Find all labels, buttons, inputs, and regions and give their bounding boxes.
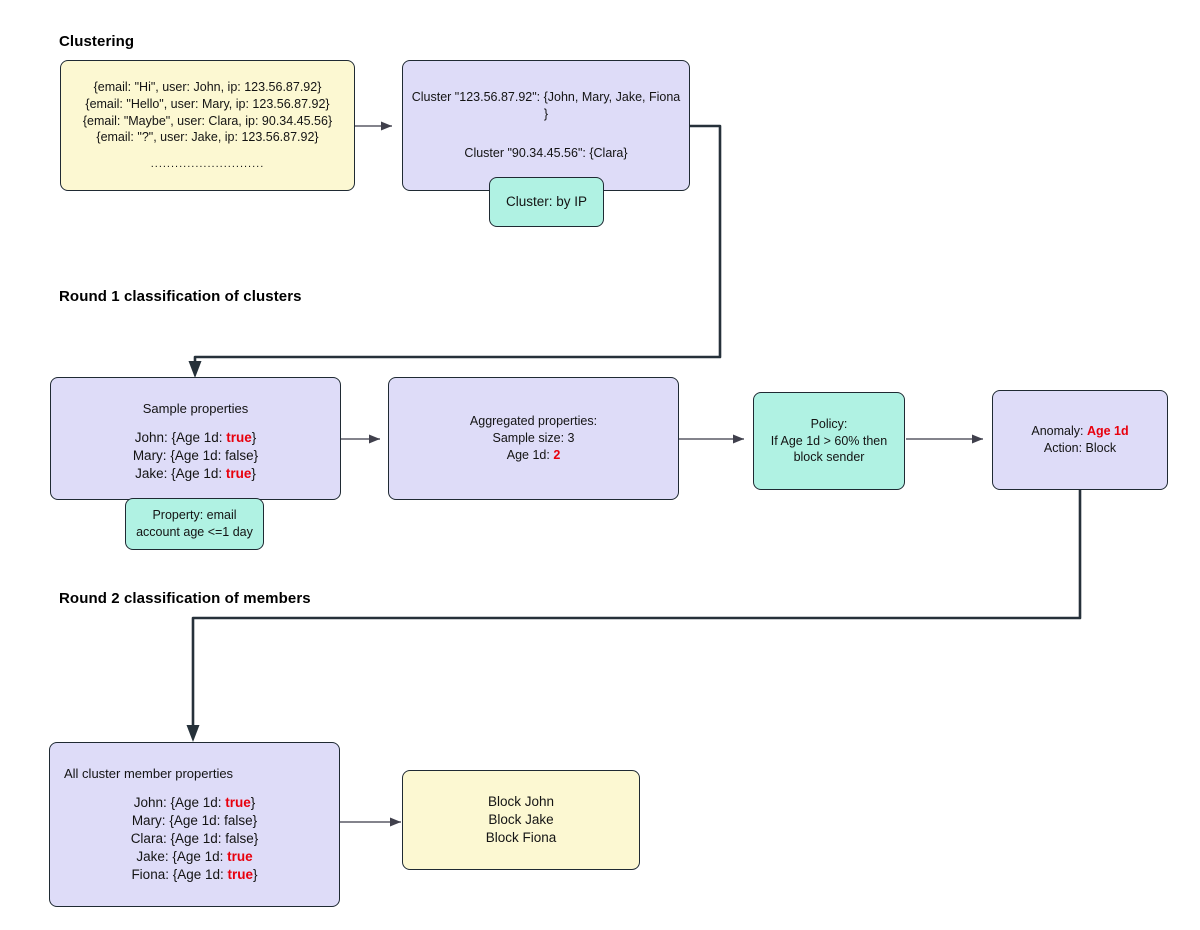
section-title-round2: Round 2 classification of members bbox=[59, 590, 311, 607]
raw-email-line-1: {email: "Hi", user: John, ip: 123.56.87.… bbox=[93, 79, 322, 94]
node-sample-properties[interactable]: Sample properties John: {Age 1d: true} M… bbox=[50, 377, 341, 500]
raw-email-line-3: {email: "Maybe", user: Clara, ip: 90.34.… bbox=[82, 113, 333, 128]
all-members-heading: All cluster member properties bbox=[64, 766, 234, 781]
node-block-actions[interactable]: Block John Block Jake Block Fiona bbox=[402, 770, 640, 870]
spacer bbox=[411, 123, 681, 134]
edge-emails-to-clusters bbox=[354, 121, 392, 131]
cluster-line-1: Cluster "123.56.87.92": {John, Mary, Jak… bbox=[411, 90, 681, 122]
spacer bbox=[411, 134, 681, 145]
block-action-line-2: Block Jake bbox=[488, 811, 554, 827]
edge-anomaly-to-members bbox=[186, 490, 1082, 742]
badge-property-email-age[interactable]: Property: email account age <=1 day bbox=[125, 498, 264, 550]
sample-properties-heading: Sample properties bbox=[142, 401, 249, 416]
node-all-member-properties[interactable]: All cluster member properties John: {Age… bbox=[49, 742, 340, 907]
edge-aggregated-to-policy bbox=[679, 434, 744, 444]
member-row-1: John: {Age 1d: true} bbox=[133, 794, 256, 810]
edge-sample-to-aggregated bbox=[341, 434, 380, 444]
aggregated-sample-size: Sample size: 3 bbox=[492, 431, 575, 446]
raw-email-line-2: {email: "Hello", user: Mary, ip: 123.56.… bbox=[85, 96, 330, 111]
node-policy[interactable]: Policy: If Age 1d > 60% then block sende… bbox=[753, 392, 905, 490]
member-row-2: Mary: {Age 1d: false} bbox=[131, 812, 258, 828]
node-raw-email-stream[interactable]: {email: "Hi", user: John, ip: 123.56.87.… bbox=[60, 60, 355, 191]
block-action-line-3: Block Fiona bbox=[485, 830, 557, 846]
block-action-line-1: Block John bbox=[487, 793, 555, 809]
sample-row-2: Mary: {Age 1d: false} bbox=[132, 447, 259, 463]
badge-cluster-by-ip[interactable]: Cluster: by IP bbox=[489, 177, 604, 227]
raw-email-ellipsis: ............................ bbox=[150, 158, 265, 171]
node-clusters[interactable]: Cluster "123.56.87.92": {John, Mary, Jak… bbox=[402, 60, 690, 191]
policy-rule: If Age 1d > 60% then block sender bbox=[770, 433, 888, 465]
anomaly-row: Anomaly: Age 1d bbox=[1031, 424, 1129, 439]
aggregated-heading: Aggregated properties: bbox=[469, 414, 598, 429]
sample-row-3: Jake: {Age 1d: true} bbox=[135, 465, 256, 481]
raw-email-line-4: {email: "?", user: Jake, ip: 123.56.87.9… bbox=[96, 130, 319, 145]
policy-heading: Policy: bbox=[810, 416, 848, 431]
anomaly-action-row: Action: Block bbox=[1043, 441, 1117, 455]
member-row-4: Jake: {Age 1d: true bbox=[136, 849, 253, 865]
member-row-3: Clara: {Age 1d: false} bbox=[130, 830, 259, 846]
node-aggregated-properties[interactable]: Aggregated properties: Sample size: 3 Ag… bbox=[388, 377, 679, 500]
cluster-line-2: Cluster "90.34.45.56": {Clara} bbox=[464, 145, 628, 160]
edge-policy-to-anomaly bbox=[906, 434, 983, 444]
edge-members-to-block bbox=[340, 817, 401, 827]
aggregated-age-1d: Age 1d: 2 bbox=[506, 447, 561, 462]
member-row-5: Fiona: {Age 1d: true} bbox=[131, 867, 258, 883]
badge-property-label: Property: email account age <=1 day bbox=[136, 508, 253, 539]
node-anomaly-action[interactable]: Anomaly: Age 1d Action: Block bbox=[992, 390, 1168, 490]
sample-row-1: John: {Age 1d: true} bbox=[134, 429, 257, 445]
section-title-round1: Round 1 classification of clusters bbox=[59, 288, 302, 305]
edge-clusters-to-sample bbox=[188, 124, 722, 378]
badge-cluster-by-ip-label: Cluster: by IP bbox=[505, 193, 588, 209]
spacer bbox=[69, 146, 346, 157]
section-title-clustering: Clustering bbox=[59, 33, 135, 50]
